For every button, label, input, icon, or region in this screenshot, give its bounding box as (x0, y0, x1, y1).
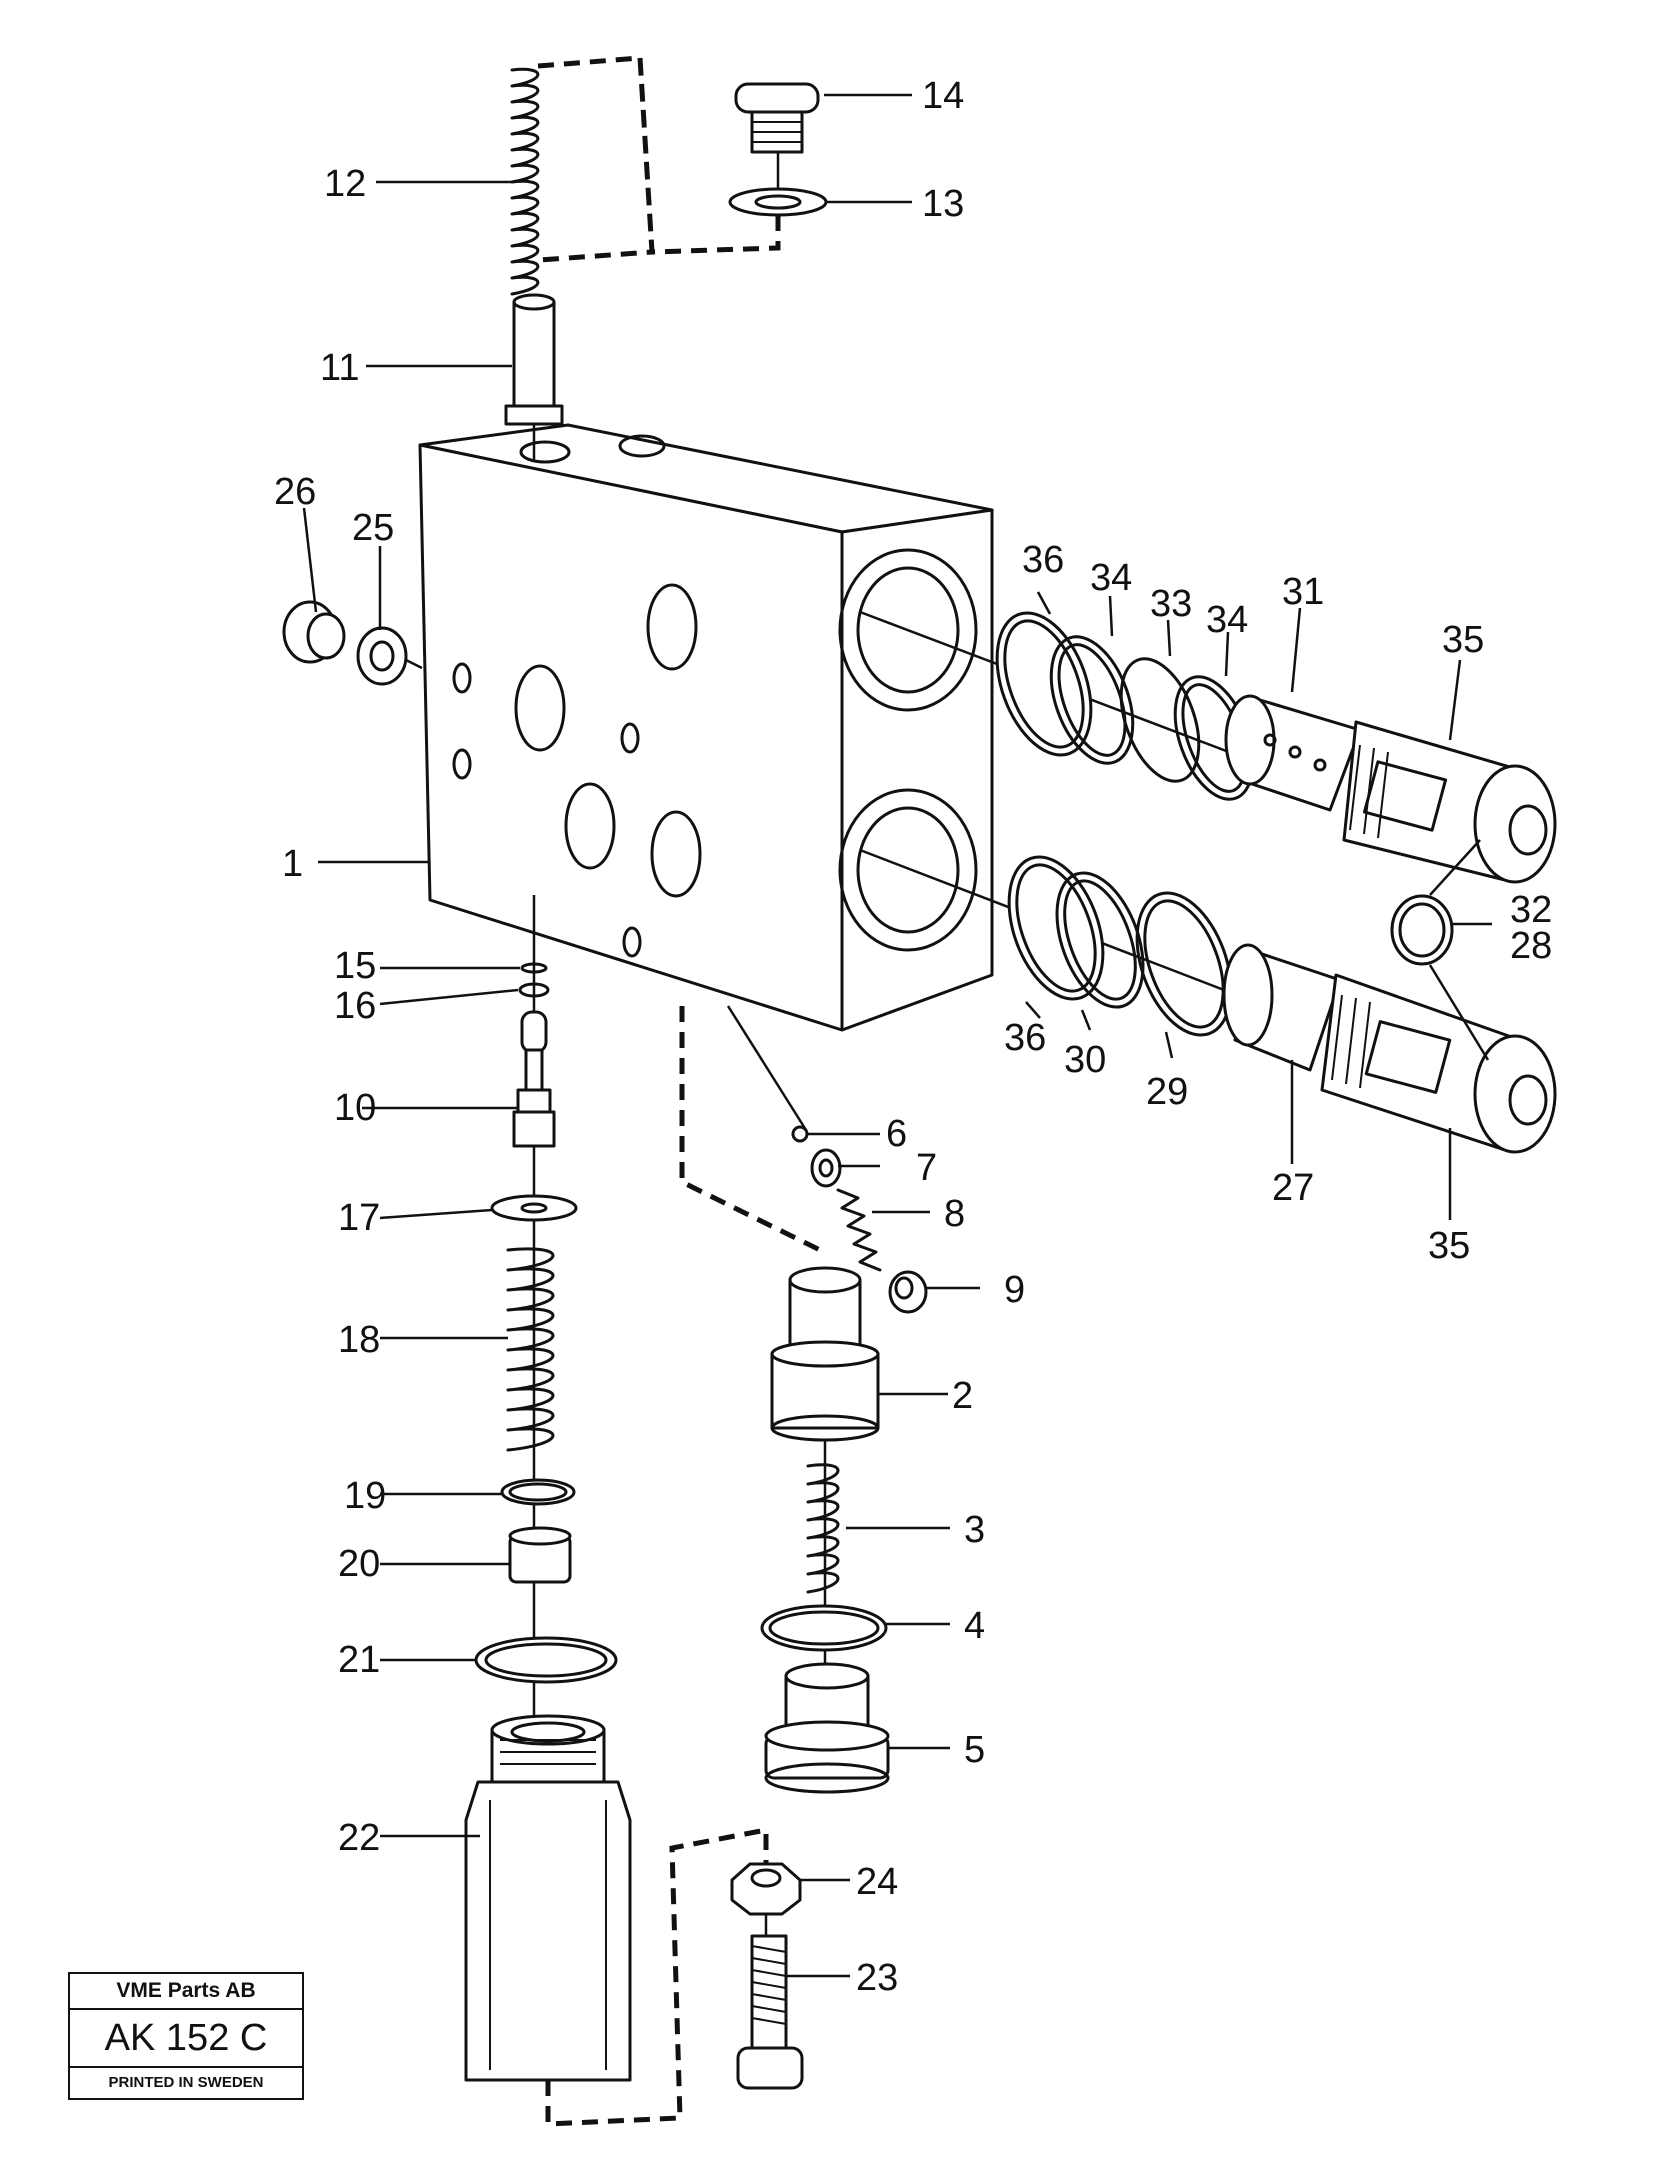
plug-5 (764, 1662, 890, 1794)
title-block: VME Parts AB AK 152 C PRINTED IN SWEDEN (68, 1972, 304, 2100)
o-ring-30 (1055, 871, 1145, 1009)
printed-note: PRINTED IN SWEDEN (108, 2074, 264, 2091)
plunger-11 (504, 293, 564, 426)
o-ring-33 (1119, 657, 1201, 783)
spring-12 (510, 67, 540, 296)
washer-13 (728, 187, 828, 217)
washer-17 (490, 1194, 578, 1222)
callout-32: 32 (1510, 889, 1552, 931)
callout-24: 24 (856, 1861, 898, 1903)
callout-28: 28 (1510, 925, 1552, 967)
callout-23: 23 (856, 1957, 898, 1999)
callout-34-b: 34 (1206, 599, 1248, 641)
callout-20: 20 (338, 1543, 380, 1585)
housing-22 (464, 1714, 632, 2082)
cartridge-31 (1224, 694, 1362, 812)
cartridge-27 (1222, 943, 1342, 1072)
callout-22: 22 (338, 1817, 380, 1859)
callout-7: 7 (916, 1147, 937, 1189)
company-name: VME Parts AB (70, 1974, 302, 2010)
spring-18 (506, 1247, 555, 1452)
plug-20 (508, 1526, 572, 1584)
nipple-7 (810, 1148, 842, 1188)
callout-18: 18 (338, 1319, 380, 1361)
callout-12: 12 (324, 163, 366, 205)
spring-8 (836, 1188, 882, 1272)
ball-6 (791, 1125, 809, 1143)
leader-lines (302, 93, 1492, 1978)
solenoid-valve-35-upper (1342, 720, 1557, 884)
o-ring-19 (500, 1478, 576, 1506)
callout-33: 33 (1150, 583, 1192, 625)
callout-4: 4 (964, 1605, 985, 1647)
plug-26 (282, 600, 346, 664)
valve-block (418, 423, 994, 1032)
drawing-code: AK 152 C (70, 2010, 302, 2068)
callout-36-lower: 36 (1004, 1017, 1046, 1059)
callout-26: 26 (274, 471, 316, 513)
plunger-2 (770, 1266, 880, 1442)
callout-11: 11 (320, 347, 359, 389)
callout-2: 2 (952, 1375, 973, 1417)
o-ring-4 (760, 1604, 888, 1652)
callout-1: 1 (282, 843, 303, 885)
callout-30: 30 (1064, 1039, 1106, 1081)
o-ring-36-upper (995, 611, 1093, 757)
callout-9: 9 (1004, 1269, 1025, 1311)
o-ring-29 (1135, 891, 1233, 1037)
callout-15: 15 (334, 945, 376, 987)
callout-36-upper: 36 (1022, 539, 1064, 581)
screw-9 (888, 1270, 928, 1314)
washer-25 (356, 626, 408, 686)
washer-16 (518, 982, 550, 998)
callout-17: 17 (338, 1197, 380, 1239)
callout-10: 10 (334, 1087, 376, 1129)
callout-8: 8 (944, 1193, 965, 1235)
nipple-10 (512, 1010, 556, 1148)
callout-13: 13 (922, 183, 964, 225)
callout-5: 5 (964, 1729, 985, 1771)
o-ring-28-32 (1390, 894, 1454, 966)
callout-3: 3 (964, 1509, 985, 1551)
callout-27: 27 (1272, 1167, 1314, 1209)
o-ring-36-lower (1007, 855, 1105, 1001)
callout-35-lower: 35 (1428, 1225, 1470, 1267)
callout-29: 29 (1146, 1071, 1188, 1113)
callout-19: 19 (344, 1475, 386, 1517)
callout-6: 6 (886, 1113, 907, 1155)
callout-16: 16 (334, 985, 376, 1027)
callout-31: 31 (1282, 571, 1324, 613)
spring-3 (806, 1463, 840, 1594)
callout-25: 25 (352, 507, 394, 549)
callout-34-a: 34 (1090, 557, 1132, 599)
plug-14 (734, 82, 820, 154)
callout-21: 21 (338, 1639, 380, 1681)
callout-labels: 14 13 12 11 26 25 1 15 16 10 17 18 19 20… (274, 75, 1552, 1999)
bolt-23 (736, 1934, 804, 2090)
callout-14: 14 (922, 75, 964, 117)
washer-15 (520, 962, 548, 974)
callout-35-upper: 35 (1442, 619, 1484, 661)
o-ring-21 (474, 1636, 618, 1684)
o-ring-34-a (1049, 635, 1135, 765)
solenoid-valve-35-lower (1320, 973, 1557, 1154)
nut-24 (730, 1862, 802, 1916)
